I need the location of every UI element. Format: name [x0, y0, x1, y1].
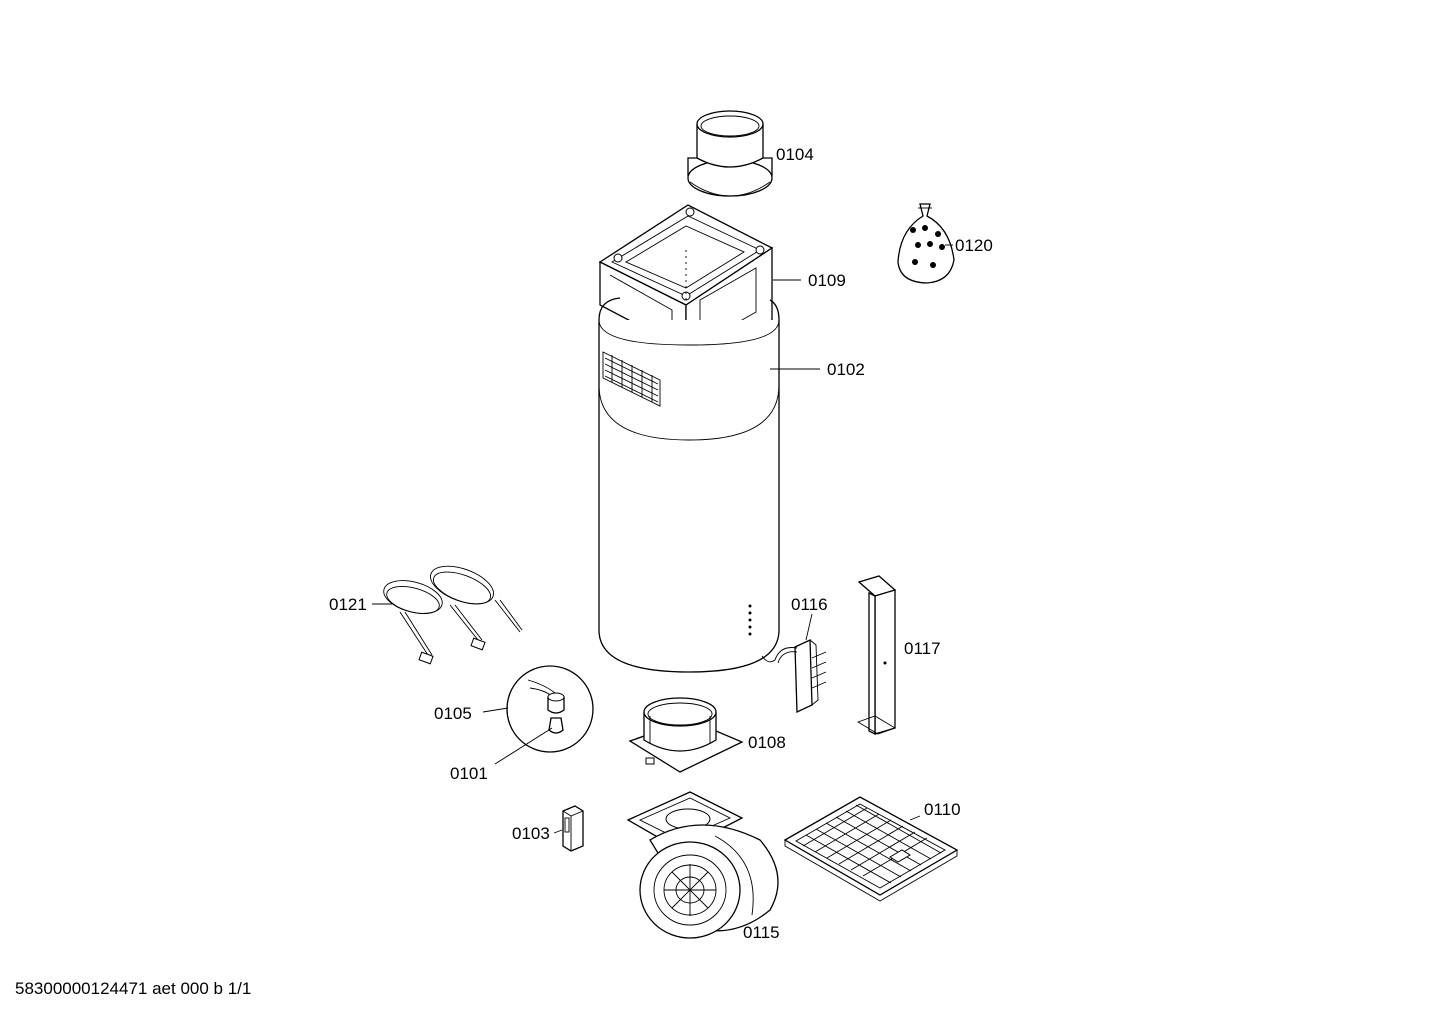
label-0108: 0108: [748, 733, 786, 752]
part-0102-chimney-body: [598, 297, 780, 673]
part-0117-bracket-rail: [856, 575, 897, 736]
part-0103-capacitor: [562, 805, 584, 852]
label-0103: 0103: [512, 824, 550, 843]
vent-grille: [602, 351, 661, 407]
part-0110-grease-filter: [783, 796, 959, 902]
label-0101: 0101: [450, 764, 488, 783]
leader-lines: [372, 244, 953, 834]
part-0116-switch-module: [761, 638, 827, 714]
label-0115: 0115: [743, 923, 780, 942]
part-0101-lamp: [548, 717, 564, 734]
part-0121-cable-set: [383, 565, 523, 665]
label-0110: 0110: [924, 800, 961, 819]
part-0108-air-outlet-flange: [628, 697, 744, 773]
part-0120-screw-bag: [897, 203, 955, 284]
label-0117: 0117: [904, 639, 941, 658]
label-0105: 0105: [434, 704, 472, 723]
label-0102: 0102: [827, 360, 865, 379]
part-0105-lamp-holder: [506, 665, 594, 753]
part-0115-fan-motor: [626, 791, 779, 939]
label-0104: 0104: [776, 145, 814, 164]
label-0109: 0109: [808, 271, 846, 290]
switch-holes: [748, 604, 752, 636]
label-0121: 0121: [329, 595, 367, 614]
label-0120: 0120: [955, 236, 993, 255]
part-0104-duct-collar: [687, 110, 773, 197]
part-labels: 0104 0120 0109 0102 0121 0116 0117 0105 …: [329, 145, 993, 942]
document-reference: 58300000124471 aet 000 b 1/1: [15, 979, 252, 998]
label-0116: 0116: [791, 595, 828, 614]
